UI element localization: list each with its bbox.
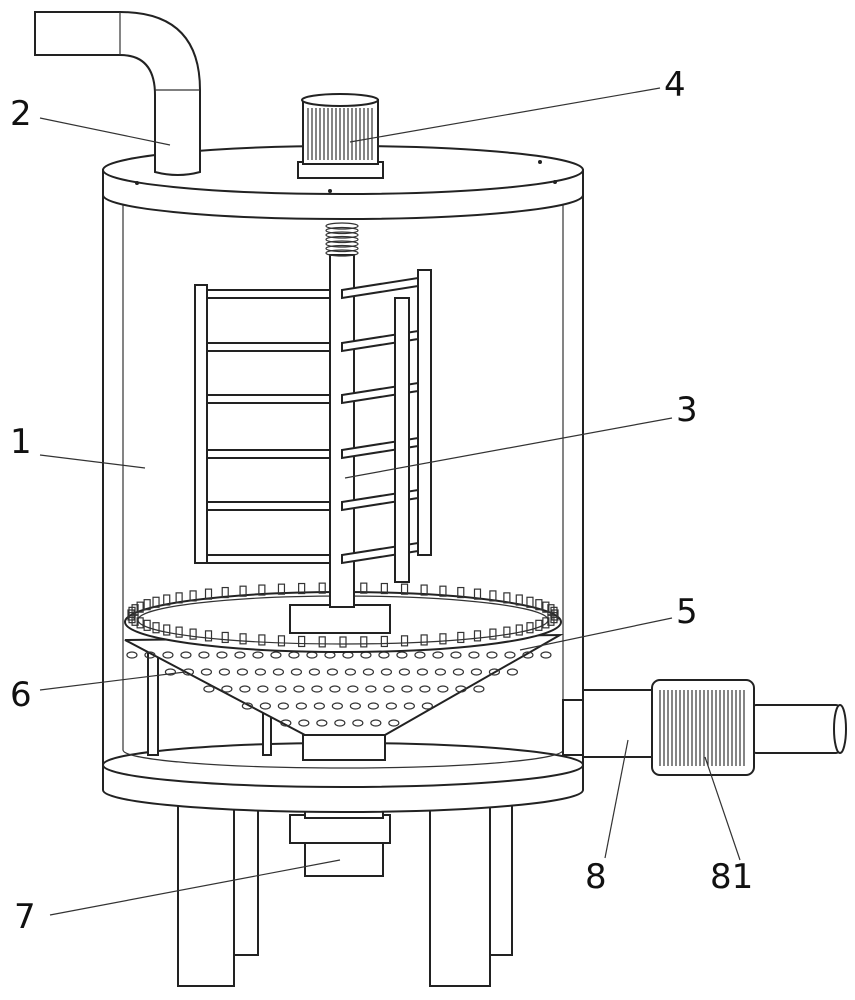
label-3: 3 [676,393,698,427]
left-paddle [195,285,330,563]
filter-cone [125,635,560,760]
paddle-rung [207,290,330,298]
paddle-rung [207,343,330,351]
cone-hole [507,669,517,675]
paddle-rung [207,395,330,403]
cone-hole [127,652,137,658]
label-6: 6 [10,678,32,712]
right-paddle [342,270,431,582]
paddle-rung [207,450,330,458]
cone-hole [204,686,214,692]
stirring-shaft [326,223,358,607]
label-5: 5 [676,595,698,629]
inlet-pipe [35,12,200,175]
label-4: 4 [664,68,686,102]
paddle-rung [207,502,330,510]
label-1: 1 [10,425,32,459]
outlet-filter [652,680,754,775]
bottom-motor [290,808,390,876]
cone-hole [541,652,551,658]
label-7: 7 [14,900,36,934]
top-motor [298,94,383,178]
label-8: 8 [585,860,607,894]
label-81: 81 [710,860,753,894]
paddle-rung [207,555,330,563]
label-2: 2 [10,97,32,131]
cone-hole [474,686,484,692]
